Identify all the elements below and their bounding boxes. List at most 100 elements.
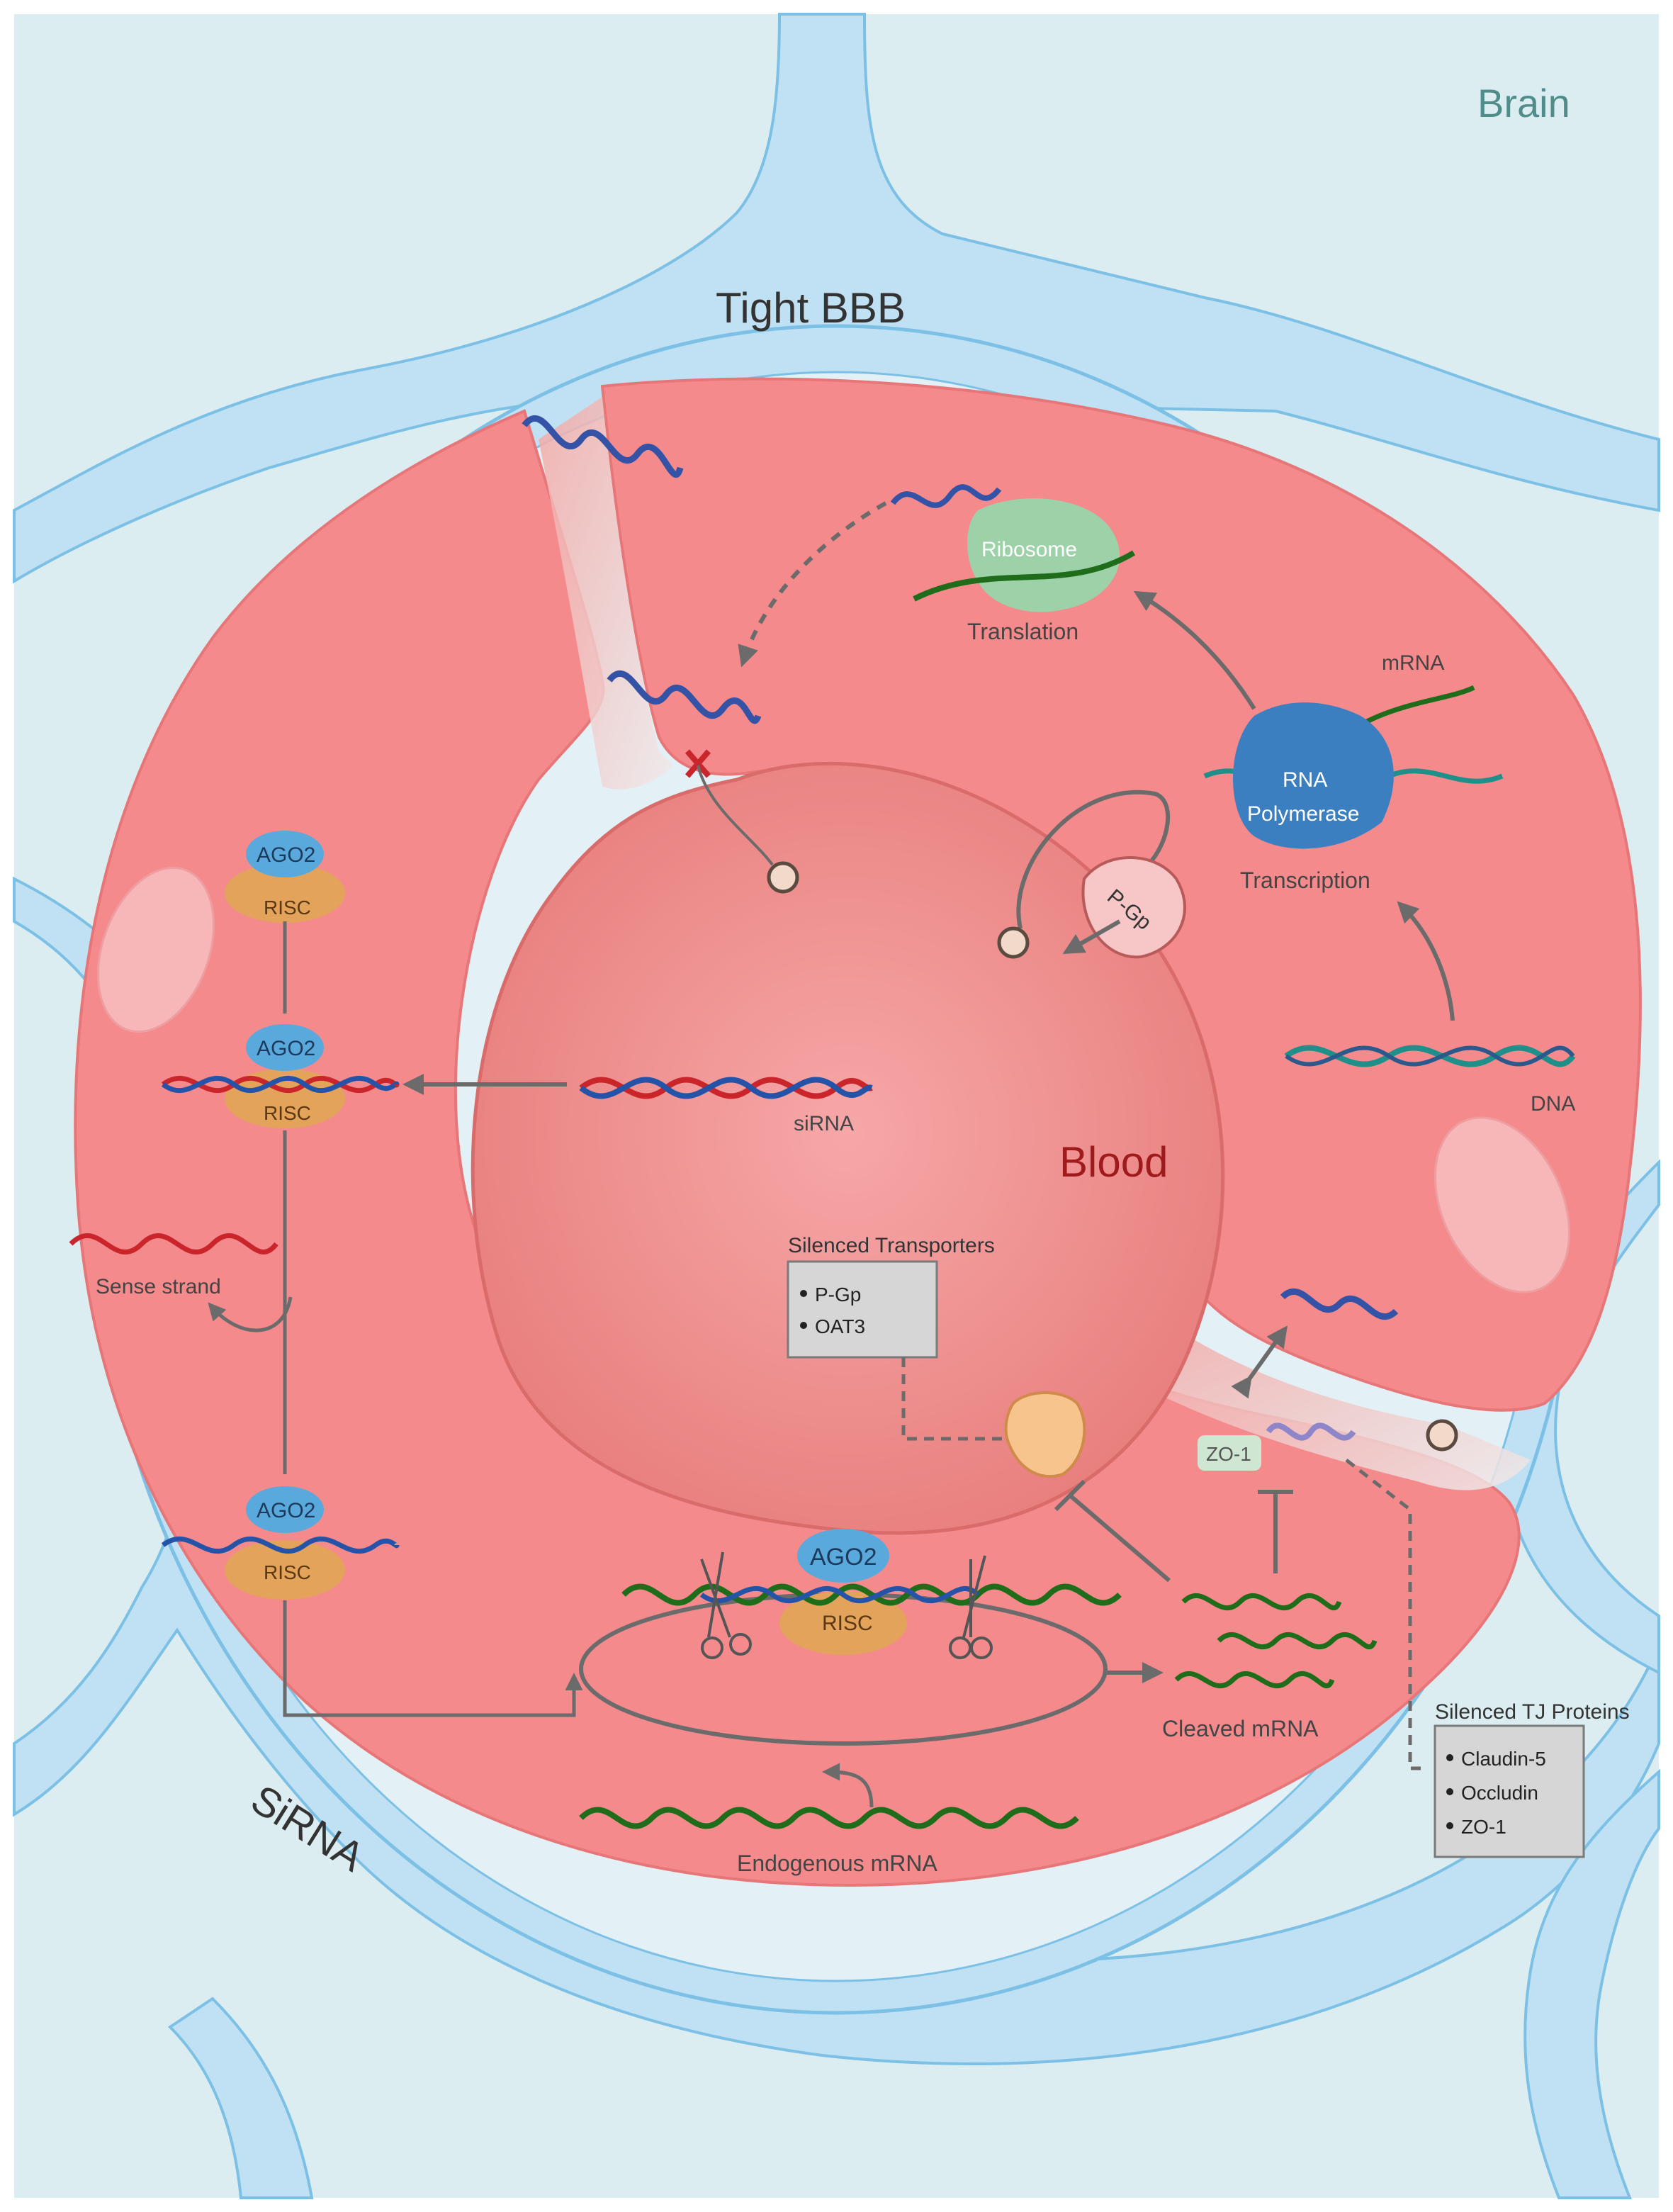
zo1-protein	[1266, 1422, 1356, 1441]
transcription-label: Transcription	[1240, 868, 1370, 893]
silenced-tj-box: Silenced TJ Proteins Claudin-5 Occludin …	[1433, 1700, 1630, 1858]
sirna-duplex: siRNA	[579, 1077, 873, 1135]
pgp-to-lumen-arrow	[1062, 919, 1121, 954]
bullet-icon	[1446, 1754, 1453, 1761]
protein-to-junction-arrow	[738, 501, 887, 668]
circle-marker-icon	[767, 861, 799, 894]
circle-marker-icon	[1426, 1419, 1458, 1452]
pgp-group: P-Gp	[997, 790, 1186, 959]
risc-guide: AGO2 RISC	[161, 1486, 400, 1600]
nucleus-left	[96, 866, 215, 1033]
cleaved-mrna-fragments	[1174, 1593, 1378, 1689]
ago2-label: AGO2	[810, 1544, 877, 1571]
blood-label: Blood	[1059, 1138, 1168, 1186]
claudin-top	[522, 415, 684, 478]
risc-label: RISC	[264, 1102, 311, 1124]
risc-to-cycle-path	[283, 1600, 583, 1717]
translation-group: Ribosome Translation	[890, 484, 1136, 644]
bullet-icon	[800, 1322, 807, 1329]
silenced-tj-item: ZO-1	[1461, 1816, 1506, 1838]
silenced-transporter-item: OAT3	[815, 1315, 865, 1337]
silenced-tj-panel	[1433, 1724, 1585, 1858]
sirna-blue-strand	[579, 1077, 873, 1099]
silenced-transporters-panel	[787, 1260, 938, 1359]
endogenous-mrna	[579, 1807, 1079, 1829]
polymerase-label: Polymerase	[1247, 802, 1359, 826]
sense-strand	[69, 1233, 278, 1255]
scissors-icon	[700, 1551, 752, 1659]
pgp-efflux-loop	[1016, 790, 1171, 929]
silenced-tj-title: Silenced TJ Proteins	[1435, 1700, 1630, 1724]
risc-label: RISC	[822, 1612, 873, 1635]
silenced-tj-item: Claudin-5	[1461, 1748, 1546, 1770]
sirna-label: siRNA	[794, 1112, 854, 1135]
risc-body	[225, 1540, 345, 1600]
ago2-body	[246, 1486, 324, 1533]
endogenous-mrna-label: Endogenous mRNA	[737, 1851, 937, 1876]
mrna-label: mRNA	[1382, 651, 1444, 675]
risc-label: RISC	[264, 1561, 311, 1583]
rna-polymerase	[1233, 702, 1394, 849]
ago2-label: AGO2	[257, 843, 315, 867]
loaded-blue-strand	[161, 1075, 400, 1094]
ribosome-label: Ribosome	[981, 538, 1077, 561]
cleaved-fragment-3	[1174, 1671, 1335, 1689]
bullet-icon	[1446, 1788, 1453, 1795]
risc-top: AGO2 RISC	[225, 831, 345, 923]
block-x-icon	[685, 749, 711, 778]
zo1-tag	[1198, 1435, 1261, 1471]
target-mrna	[621, 1583, 1122, 1606]
risc-label: RISC	[264, 897, 311, 919]
silenced-tj-item: Occludin	[1461, 1782, 1538, 1804]
cleaved-fragment-2	[1217, 1632, 1378, 1650]
claudin-lower	[607, 670, 762, 724]
silenced-transporter-item: P-Gp	[815, 1284, 861, 1306]
silenced-transporters-box: Silenced Transporters P-Gp OAT3	[787, 1234, 995, 1359]
tight-junction-proteins-top	[522, 415, 799, 894]
brain-label: Brain	[1477, 81, 1570, 125]
risc-body	[779, 1591, 907, 1655]
guide-strand	[699, 1585, 980, 1604]
ago2-label: AGO2	[257, 1499, 315, 1522]
nascent-protein	[890, 484, 1002, 508]
transcription-group: mRNA RNA Polymerase Transcription	[1203, 651, 1504, 893]
dna-helix-strand-2	[1285, 1045, 1575, 1067]
rna-label: RNA	[1283, 768, 1327, 792]
ago2-body	[246, 831, 324, 877]
dna-label: DNA	[1531, 1092, 1575, 1116]
transporter-protein	[1004, 1391, 1086, 1478]
tight-bbb-label: Tight BBB	[716, 284, 906, 332]
silenced-transporters-title: Silenced Transporters	[788, 1234, 995, 1257]
bullet-icon	[1446, 1822, 1453, 1829]
tj-dashed-connector	[1345, 1459, 1428, 1770]
inhibit-transporter-bar	[1054, 1479, 1086, 1512]
inhibit-transporter-line	[1069, 1493, 1171, 1583]
zo1-label: ZO-1	[1206, 1443, 1251, 1465]
guide-blue-strand	[161, 1536, 400, 1554]
risc-cleavage-complex: AGO2 RISC	[621, 1529, 1122, 1655]
risc-body	[225, 863, 345, 923]
sense-strand-label: Sense strand	[96, 1275, 221, 1298]
ribosome	[967, 498, 1120, 612]
ago2-label: AGO2	[257, 1037, 315, 1060]
tether-line	[697, 765, 774, 866]
ago2-body	[246, 1024, 324, 1071]
sirna-red-strand	[579, 1077, 873, 1099]
transcription-to-translation-arrow	[1133, 590, 1256, 710]
bidirectional-arrow-icon	[1231, 1325, 1288, 1399]
substrate-circle-icon	[997, 926, 1030, 959]
translation-mrna	[913, 550, 1136, 602]
bullet-icon	[800, 1290, 807, 1297]
risc-loaded: AGO2 RISC	[161, 1024, 400, 1128]
dna-to-transcription-arrow	[1397, 901, 1455, 1021]
risc-body	[225, 1069, 345, 1128]
nucleus-right	[1433, 1116, 1571, 1293]
claudin-right	[1280, 1289, 1399, 1320]
endogenous-to-cycle-arrow	[822, 1763, 874, 1808]
cleaved-mrna-label: Cleaved mRNA	[1162, 1716, 1319, 1741]
cleaved-fragment-1	[1181, 1593, 1342, 1611]
ago2-body	[797, 1529, 889, 1583]
scissors-icon	[949, 1555, 993, 1659]
translation-label: Translation	[967, 619, 1078, 644]
